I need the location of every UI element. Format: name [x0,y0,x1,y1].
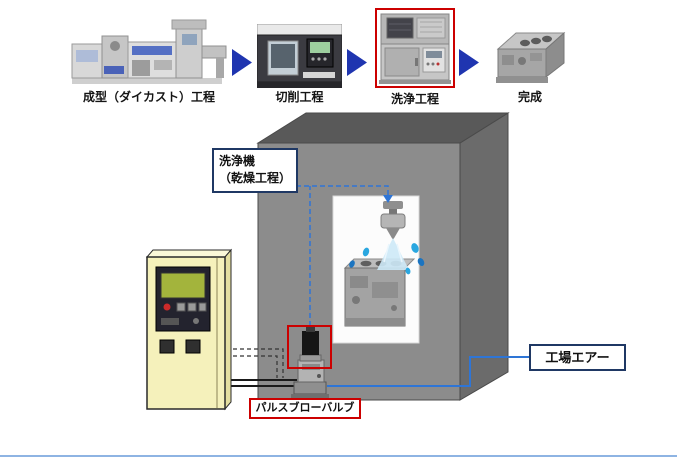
valve-label-box: パルスブローバルブ [249,398,361,419]
washer-label-box: 洗浄機 （乾燥工程） [212,148,298,193]
factory-air-line [327,356,529,387]
cnc-machine-icon [257,24,342,88]
factory-air-label-box: 工場エアー [529,344,626,371]
step-molding-label: 成型（ダイカスト）工程 [82,90,215,104]
step-molding-image [70,14,228,88]
pulse-blow-valve [287,325,332,398]
step-complete-label: 完成 [517,90,542,104]
control-cabinet [145,248,233,411]
water-droplets [349,243,425,275]
step-cutting-image [257,24,342,88]
step-washing-label: 洗浄工程 [390,92,439,106]
air-flow-dashed-line [296,185,393,326]
washer-label-line2: （乾燥工程） [219,171,292,186]
step-cutting-label: 切削工程 [275,90,324,104]
washing-machine-icon [379,13,451,84]
bottom-border-line [0,455,677,457]
control-cables [226,348,297,387]
air-spray [377,238,409,270]
engine-block-icon [496,31,566,83]
washer-label-line1: 洗浄機 [219,154,256,168]
step-complete-image [492,27,568,87]
step-washing-highlight [375,8,455,88]
die-cast-machine-icon [71,19,227,84]
